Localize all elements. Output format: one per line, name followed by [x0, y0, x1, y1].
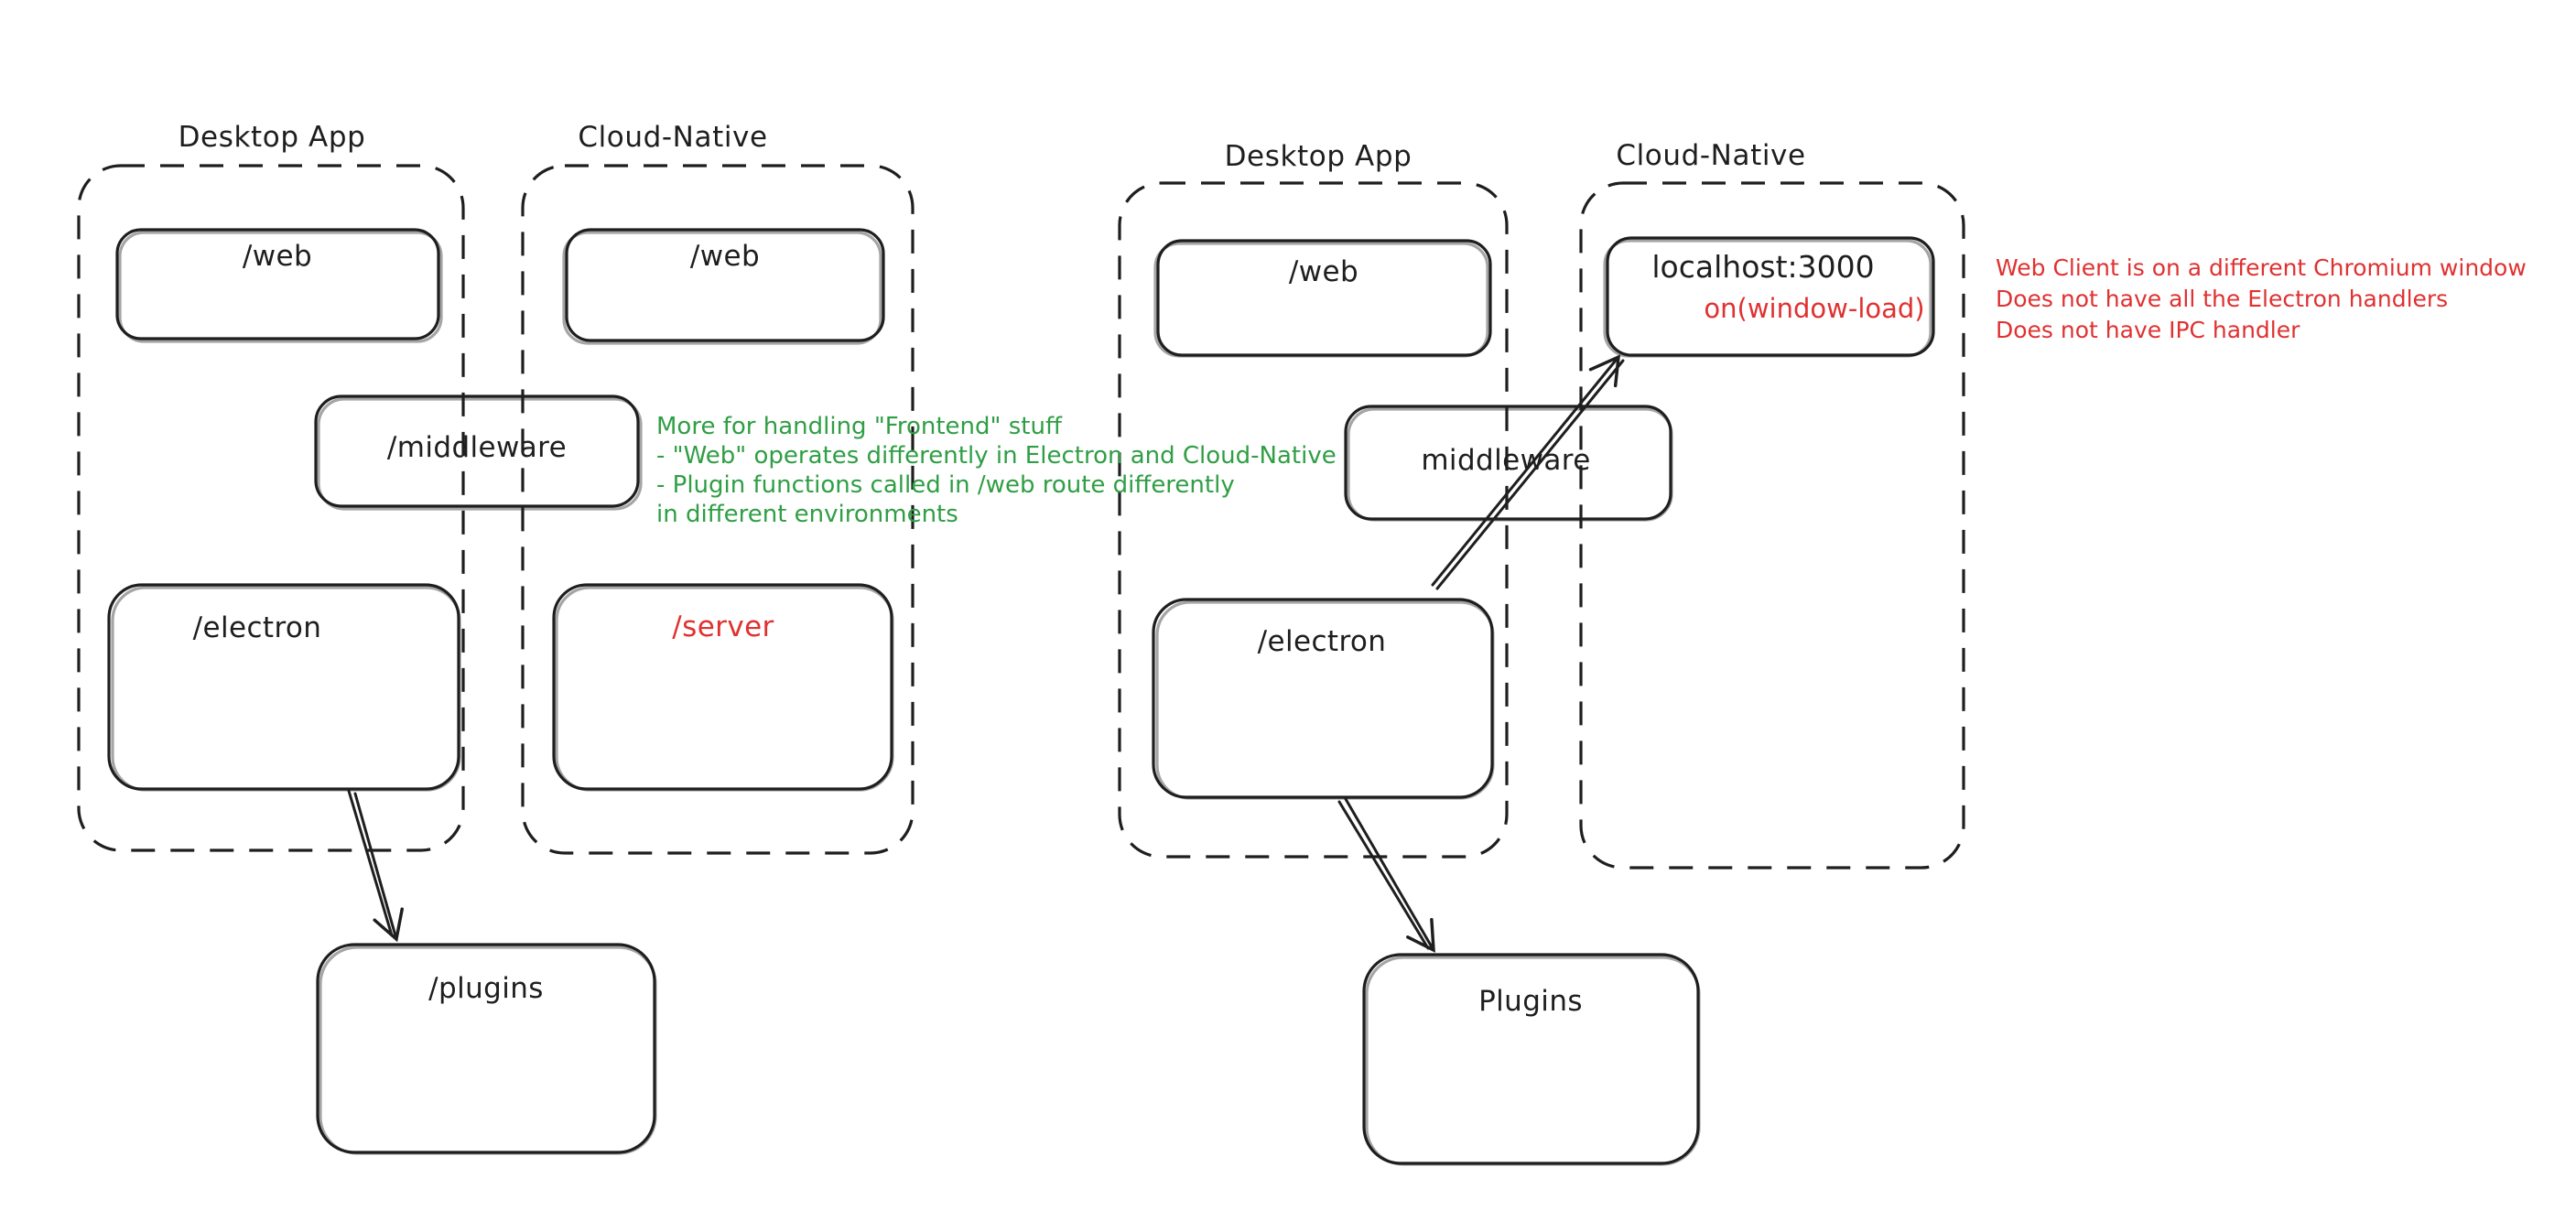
- sketch-echo: [1155, 600, 1495, 800]
- right-web-label: /web: [1288, 255, 1359, 288]
- right-window-load-label: on(window-load): [1704, 293, 1925, 324]
- red-note-line: Web Client is on a different Chromium wi…: [1996, 254, 2527, 281]
- right-middleware-label: middleware: [1421, 444, 1591, 477]
- green-note: More for handling "Frontend" stuff - "We…: [656, 412, 1337, 529]
- green-note-line: - "Web" operates differently in Electron…: [656, 442, 1337, 470]
- right-cloud-native-container[interactable]: [1579, 181, 1965, 870]
- red-note-line: Does not have all the Electron handlers: [1996, 286, 2449, 312]
- right-electron-box[interactable]: [1152, 598, 1494, 799]
- left-desktop-app-container[interactable]: [77, 164, 465, 852]
- sketch-echo: [1347, 407, 1673, 522]
- right-web-box[interactable]: [1156, 239, 1492, 357]
- right-desktop-app-label: Desktop App: [1224, 140, 1412, 173]
- sketch-echo: [562, 231, 882, 345]
- right-electron-label: /electron: [1257, 625, 1387, 658]
- left-web-desktop-label: /web: [242, 240, 313, 273]
- sketch-echo: [317, 397, 643, 511]
- left-web-cloud-label: /web: [689, 240, 761, 273]
- left-plugins-label: /plugins: [428, 972, 544, 1005]
- arrow-electron-to-plugins-right[interactable]: [1337, 797, 1435, 953]
- right-plugins-label: Plugins: [1478, 985, 1583, 1018]
- arrow-electron-to-localhost[interactable]: [1431, 354, 1625, 590]
- right-cloud-native-label: Cloud-Native: [1616, 139, 1806, 172]
- arrow-electron-to-plugins-left[interactable]: [347, 789, 404, 943]
- left-desktop-app-label: Desktop App: [178, 121, 366, 154]
- left-cloud-native-label: Cloud-Native: [578, 121, 768, 154]
- red-note-line: Does not have IPC handler: [1996, 317, 2300, 343]
- left-electron-label: /electron: [192, 611, 322, 644]
- sketch-echo: [1153, 242, 1489, 358]
- right-localhost-box[interactable]: [1606, 236, 1935, 357]
- right-middleware-box[interactable]: [1344, 405, 1672, 521]
- right-localhost-label: localhost:3000: [1651, 249, 1875, 285]
- green-note-line: in different environments: [656, 501, 958, 528]
- left-cloud-native-container[interactable]: [521, 164, 915, 855]
- left-web-desktop-box[interactable]: [115, 228, 440, 340]
- left-server-box[interactable]: [552, 583, 893, 791]
- red-note: Web Client is on a different Chromium wi…: [1996, 253, 2527, 346]
- green-note-line: More for handling "Frontend" stuff: [656, 413, 1062, 440]
- sketch-echo: [1603, 239, 1932, 358]
- left-plugins-box[interactable]: [316, 943, 656, 1154]
- sketch-echo: [555, 586, 894, 792]
- right-plugins-box[interactable]: [1362, 953, 1700, 1165]
- sketch-echo: [118, 231, 443, 343]
- left-middleware-label: /middleware: [386, 431, 568, 464]
- left-middleware-box[interactable]: [314, 394, 640, 508]
- left-web-cloud-box[interactable]: [565, 228, 885, 342]
- sketch-echo: [1365, 956, 1701, 1166]
- left-electron-box[interactable]: [107, 583, 460, 791]
- green-note-line: - Plugin functions called in /web route …: [656, 471, 1235, 499]
- sketch-echo: [111, 586, 461, 792]
- left-server-label: /server: [672, 611, 774, 643]
- sketch-echo: [319, 946, 657, 1155]
